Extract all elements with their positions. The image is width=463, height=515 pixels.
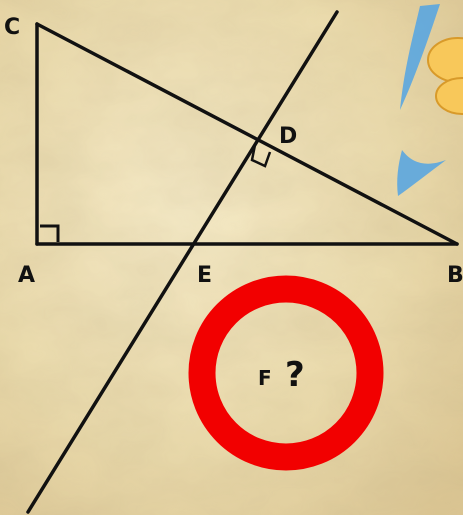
question-mark: ? [285,355,305,395]
label-point-D: D [279,124,297,149]
blue-leaf-top-icon [400,4,440,110]
label-point-F: F [258,366,272,390]
label-point-E: E [197,263,212,288]
label-point-A: A [18,263,35,288]
blue-leaf-bottom-icon [397,150,446,196]
label-point-B: B [447,263,463,288]
right-angle-mark-D [250,144,272,168]
label-point-C: C [4,15,20,40]
segment-CB [35,22,459,246]
line-DE [26,10,339,514]
right-angle-mark-A [40,224,60,242]
flower-icon [427,37,463,115]
red-ring [188,275,384,471]
